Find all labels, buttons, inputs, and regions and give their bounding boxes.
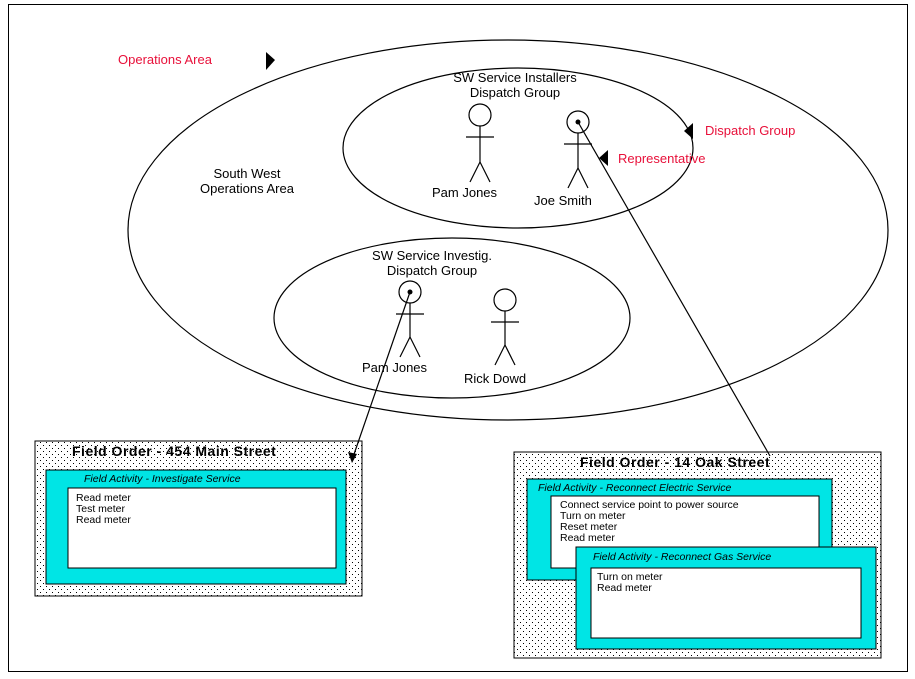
- operations-area-pointer: [266, 52, 275, 70]
- task-item: Turn on meter: [597, 571, 663, 583]
- person-name-joe-smith: Joe Smith: [534, 193, 592, 208]
- south-west-area-line2: Operations Area: [200, 181, 294, 196]
- stick-figure-joe-smith: [564, 110, 592, 189]
- dispatch-group-label: Dispatch Group: [705, 123, 796, 138]
- task-item: Read meter: [76, 514, 131, 526]
- installers-group-title-line2: Dispatch Group: [469, 85, 561, 100]
- task-item: Test meter: [76, 503, 126, 515]
- connector-pam-jones-to-main-street: [351, 291, 411, 461]
- diagram-frame: [8, 4, 908, 672]
- stick-figure-pam-jones-installers: [466, 103, 494, 183]
- installers-group-title: SW Service Installers Dispatch Group: [453, 70, 577, 100]
- stick-figure-rick-dowd: [491, 288, 519, 366]
- operations-area-ellipse: [127, 39, 889, 421]
- representative-pointer: [599, 150, 608, 166]
- field-order-title-main-street: Field Order - 454 Main Street: [72, 443, 277, 459]
- task-list-gas: Turn on meter Read meter: [597, 572, 663, 594]
- operations-area-label: Operations Area: [118, 52, 212, 67]
- task-item: Reset meter: [560, 521, 618, 533]
- task-item: Read meter: [560, 532, 615, 544]
- south-west-area-label: South West Operations Area: [200, 166, 294, 196]
- person-name-pam-jones-installers: Pam Jones: [432, 185, 498, 200]
- activity-gas-inner: [590, 567, 862, 639]
- investig-group-title-line2: Dispatch Group: [386, 263, 478, 278]
- installers-group-ellipse: [342, 67, 694, 229]
- activity-investigate-inner: [67, 487, 337, 569]
- activity-title-gas: Field Activity - Reconnect Gas Service: [593, 551, 772, 563]
- activity-title-investigate: Field Activity - Investigate Service: [84, 473, 241, 485]
- connector-joe-smith-to-oak-street: [577, 121, 771, 457]
- south-west-area-line1: South West: [213, 166, 281, 181]
- installers-group-title-line1: SW Service Installers: [453, 70, 577, 85]
- investig-group-title-line1: SW Service Investig.: [372, 248, 492, 263]
- task-list-investigate: Read meter Test meter Read meter: [76, 493, 131, 526]
- stick-figure-pam-jones-investig: [396, 280, 424, 358]
- task-list-electric: Connect service point to power source Tu…: [560, 500, 739, 544]
- investig-group-ellipse: [273, 237, 631, 399]
- person-name-pam-jones-investig: Pam Jones: [362, 360, 428, 375]
- representative-label: Representative: [618, 151, 706, 166]
- task-item: Read meter: [76, 492, 131, 504]
- investig-group-title: SW Service Investig. Dispatch Group: [372, 248, 492, 278]
- task-item: Connect service point to power source: [560, 499, 739, 511]
- connector-arrowhead: [348, 452, 357, 463]
- person-name-rick-dowd: Rick Dowd: [464, 371, 527, 386]
- field-order-title-oak-street: Field Order - 14 Oak Street: [580, 454, 771, 470]
- dispatch-group-pointer: [684, 123, 693, 139]
- task-item: Turn on meter: [560, 510, 626, 522]
- activity-title-electric: Field Activity - Reconnect Electric Serv…: [538, 482, 732, 494]
- task-item: Read meter: [597, 582, 652, 594]
